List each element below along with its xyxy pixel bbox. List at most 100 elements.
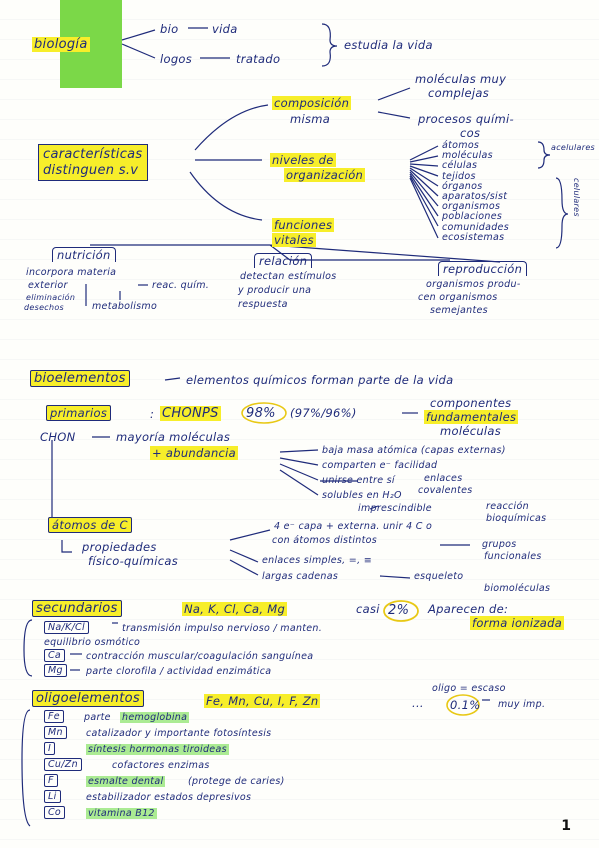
nut-3: eliminación <box>26 293 76 302</box>
nut-4: desechos <box>24 303 65 312</box>
secundarios-forma: forma ionizada <box>470 616 565 630</box>
procesos-cos: cos <box>460 126 481 140</box>
rep-1: organismos produ- <box>426 279 521 290</box>
misma: misma <box>290 112 331 126</box>
secundarios-aparecen: Aparecen de: <box>428 602 509 616</box>
nivel-poblaciones: poblaciones <box>442 211 503 223</box>
c-1d: funcionales <box>484 551 542 562</box>
chon-b3: unirse entre sí <box>322 475 395 486</box>
chon-b3c: covalentes <box>418 485 473 496</box>
s2-text: contracción muscular/coagulación sanguín… <box>86 651 314 662</box>
o5-text: esmalte dental <box>86 776 166 787</box>
o2-tag: Mn <box>44 726 67 739</box>
c-1c: grupos <box>482 539 517 550</box>
oligo-dots: ... <box>412 696 424 710</box>
s2-tag: Ca <box>44 649 66 662</box>
nivel-tejidos: tejidos <box>442 170 476 182</box>
o2-text: catalizador y importante fotosíntesis <box>86 728 272 739</box>
logos-word: logos <box>160 52 193 66</box>
rep-2: cen organismos <box>418 292 498 303</box>
chon-b2: comparten e⁻ facilidad <box>322 460 438 471</box>
s3-tag: Mg <box>44 664 67 677</box>
nut-2: exterior <box>28 280 68 291</box>
title-biologia: biología <box>32 37 90 52</box>
caracteristicas-line1: características <box>43 147 143 162</box>
nivel-organismos: organismos <box>442 201 501 213</box>
rep-3: semejantes <box>430 305 488 316</box>
caracteristicas-line2: distinguen s.v <box>43 162 139 178</box>
rel-1: detectan estímulos <box>240 271 337 282</box>
caracteristicas-box: características distinguen s.v <box>38 144 148 182</box>
mas-abundancia: + abundancia <box>150 446 239 460</box>
o1b-text: hemoglobina <box>120 712 190 723</box>
o1-tag: Fe <box>44 710 64 723</box>
nut-5: metabolismo <box>92 301 158 312</box>
chon-b5: imprescindible <box>358 503 432 514</box>
o4-tag: Cu/Zn <box>44 758 82 771</box>
niveles-de: niveles de <box>270 153 336 167</box>
procesos-quimicos: procesos quími- <box>418 112 514 126</box>
estudia-la-vida: estudia la vida <box>344 38 433 52</box>
oligo-elementos: Fe, Mn, Cu, I, F, Zn <box>204 694 321 708</box>
secundarios-label: secundarios <box>32 600 122 617</box>
c-3: largas cadenas <box>262 571 339 582</box>
nivel-atomos: átomos <box>442 140 480 151</box>
bio-word: bio <box>160 22 179 36</box>
oligo-escaso: oligo = escaso <box>432 683 506 694</box>
reproduccion-tab: reproducción <box>438 261 528 276</box>
secundarios-pct: 2% <box>388 603 410 618</box>
oligoelementos-label: oligoelementos <box>32 690 144 707</box>
chon-b3b: enlaces <box>424 473 463 484</box>
primarios-colon: : <box>150 407 155 421</box>
moleculas-muy: moléculas muy <box>415 72 507 86</box>
moleculas: moléculas <box>440 424 502 438</box>
nivel-ecosistemas: ecosistemas <box>442 231 505 243</box>
o7-tag: Co <box>44 806 66 819</box>
vitales: vitales <box>272 233 316 247</box>
chonps: CHONPS <box>160 406 221 421</box>
pct-97-96: (97%/96%) <box>290 406 357 420</box>
tratado-word: tratado <box>236 52 281 66</box>
nivel-celulas: células <box>442 160 478 172</box>
funciones: funciones <box>272 218 335 232</box>
o3-tag: I <box>44 742 56 755</box>
bioelementos-def: elementos químicos forman parte de la vi… <box>186 373 454 387</box>
s1b-text: equilibrio osmótico <box>44 637 141 648</box>
o6-text: estabilizador estados depresivos <box>86 792 252 803</box>
complejas: complejas <box>428 86 490 100</box>
chon-b4: solubles en H₂O <box>322 490 402 501</box>
s3-text: parte clorofila / actividad enzimática <box>86 666 272 677</box>
acelulares-label: acelulares <box>551 143 596 152</box>
o1-text: parte <box>84 712 111 723</box>
pct-98: 98% <box>246 406 276 421</box>
chon-b5c: bioquímicas <box>486 513 547 524</box>
organizacion: organización <box>284 168 366 182</box>
nivel-moleculas: moléculas <box>442 150 493 162</box>
o5-tag: F <box>44 774 58 787</box>
bioelementos-heading: bioelementos <box>30 370 130 387</box>
componentes: componentes <box>430 396 512 410</box>
chon: CHON <box>40 430 76 444</box>
rel-3: respuesta <box>238 299 288 310</box>
oligo-muy-imp: muy imp. <box>498 699 546 710</box>
c-1: 4 e⁻ capa + externa. unir 4 C o <box>274 521 433 532</box>
o4-text: cofactores enzimas <box>112 760 210 771</box>
vida-word: vida <box>212 22 238 36</box>
s1-text: transmisión impulso nervioso / manten. <box>122 623 323 634</box>
oligo-pct: 0.1% <box>450 698 481 712</box>
page-number: 1 <box>561 818 571 834</box>
o7-text: vitamina B12 <box>86 808 157 819</box>
s1-tag: Na/K/Cl <box>44 621 89 634</box>
nivel-comunidades: comunidades <box>442 221 509 233</box>
c-1b: con átomos distintos <box>272 535 377 546</box>
c-2: enlaces simples, =, ≡ <box>262 555 372 566</box>
nut-1: incorpora materia <box>26 267 117 278</box>
chon-b1: baja masa atómica (capas externas) <box>322 445 506 456</box>
secundarios-elementos: Na, K, Cl, Ca, Mg <box>182 602 288 616</box>
secundarios-casi: casi <box>356 602 380 616</box>
o3-text: síntesis hormonas tiroideas <box>86 744 229 755</box>
nutricion-tab: nutrición <box>52 247 116 262</box>
propiedades: propiedades <box>82 540 157 554</box>
